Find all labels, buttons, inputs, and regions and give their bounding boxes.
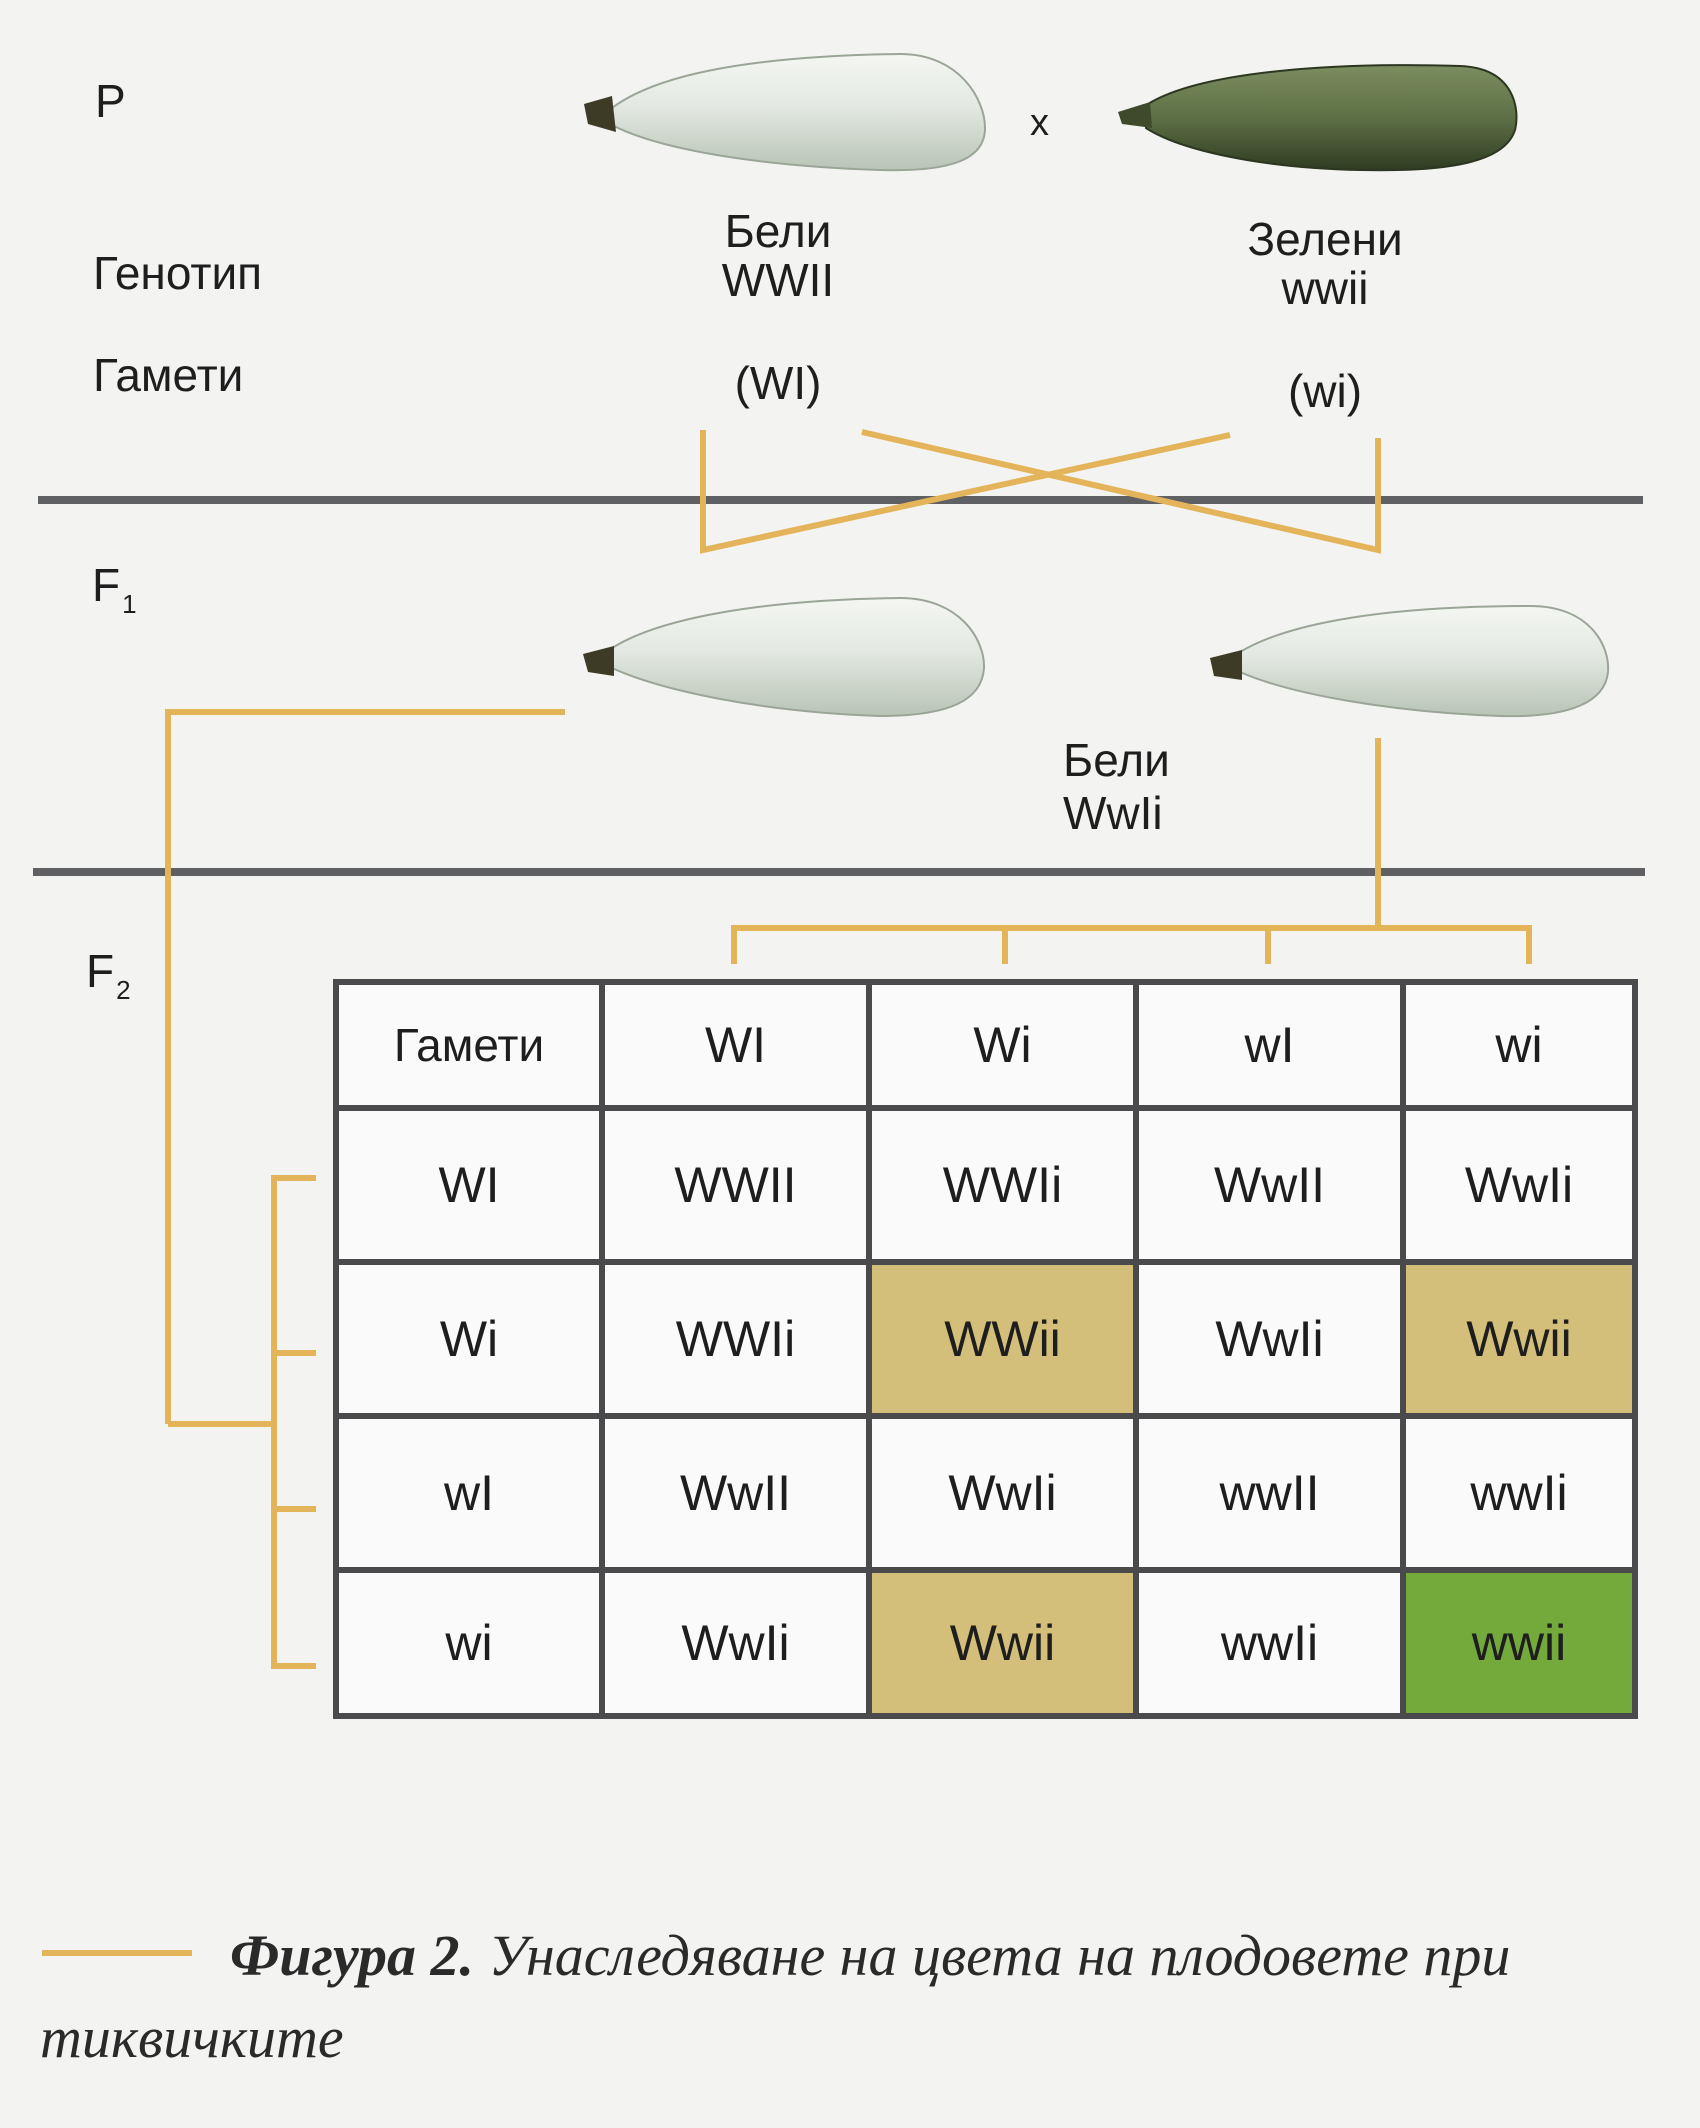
white-zucchini-f1-left [583,596,986,718]
genotype-cell: WwIi [1133,1259,1406,1419]
caption-text: Унаследяване на цвета на плодовете при т… [40,1923,1511,2070]
genotype-cell: WwIi [1400,1105,1638,1265]
f1-phenotype: Бели [1063,734,1170,786]
punnett-corner: Гамети [333,979,605,1111]
figure-label: Фигура 2. [230,1923,474,1988]
f1-genotype: WwIi [1063,787,1163,839]
row-header: wi [333,1567,605,1719]
parent-left-phenotype: Бели [724,205,832,257]
col-header: WI [599,979,872,1111]
generation-label-f2: F2 [86,945,131,1005]
parent-right-phenotype: Зелени [1247,213,1403,265]
row-header: Wi [333,1259,605,1419]
punnett-row: wi WwIi Wwii wwIi wwii [333,1567,1638,1719]
parent-right-genotype: wwii [1281,262,1369,314]
punnett-row: wI WwII WwIi wwII wwIi [333,1413,1638,1573]
cross-symbol: x [1030,102,1049,144]
row-bracket [271,1175,316,1669]
connector-lines [165,429,1532,1669]
genotype-cell: WwII [599,1413,872,1573]
genotype-cell-green: wwii [1400,1567,1638,1719]
col-header: wi [1400,979,1638,1111]
row-header: WI [333,1105,605,1265]
genotype-row-label: Генотип [93,247,263,299]
col-header: wI [1133,979,1406,1111]
gametes-row-label: Гамети [93,349,244,401]
figure-caption: Фигура 2. Унаследяване на цвета на плодо… [40,1915,1670,2079]
genotype-cell-yellow: Wwii [866,1567,1139,1719]
punnett-square: Гамети WI Wi wI wi WI WWII WWIi WwII WwI… [333,979,1638,1719]
divider-f1-f2 [33,868,1645,876]
genotype-cell: wwIi [1400,1413,1638,1573]
cross-line-right [861,429,1381,554]
genotype-cell: wwII [1133,1413,1406,1573]
col-header: Wi [866,979,1139,1111]
divider-p-f1 [38,496,1643,504]
f1-left-connector [165,709,565,1424]
genotype-cell: wwIi [1133,1567,1406,1719]
genotype-cell-yellow: Wwii [1400,1259,1638,1419]
parent-left-genotype: WWII [721,254,835,306]
genotype-cell: WwIi [599,1567,872,1719]
parent-right-gamete: (wi) [1287,365,1363,417]
genotype-cell: WWIi [599,1259,872,1419]
genotype-cell: WwIi [866,1413,1139,1573]
punnett-row: Wi WWIi WWii WwIi Wwii [333,1259,1638,1419]
punnett-header-row: Гамети WI Wi wI wi [333,979,1638,1111]
genotype-cell: WWII [599,1105,872,1265]
generation-label-p: P [95,75,126,127]
genotype-cell-yellow: WWii [866,1259,1139,1419]
green-zucchini-parent [1118,64,1518,172]
white-zucchini-f1-right [1210,604,1610,718]
row-header: wI [333,1413,605,1573]
column-bracket [731,925,1532,964]
parent-left-gamete: (WI) [734,357,822,409]
punnett-row: WI WWII WWIi WwII WwIi [333,1105,1638,1265]
legend-line [42,1950,192,1956]
generation-label-f1: F1 [92,559,137,619]
white-zucchini-parent [584,52,987,172]
genotype-cell: WWIi [866,1105,1139,1265]
genotype-cell: WwII [1133,1105,1406,1265]
cross-line-left [700,430,1231,554]
